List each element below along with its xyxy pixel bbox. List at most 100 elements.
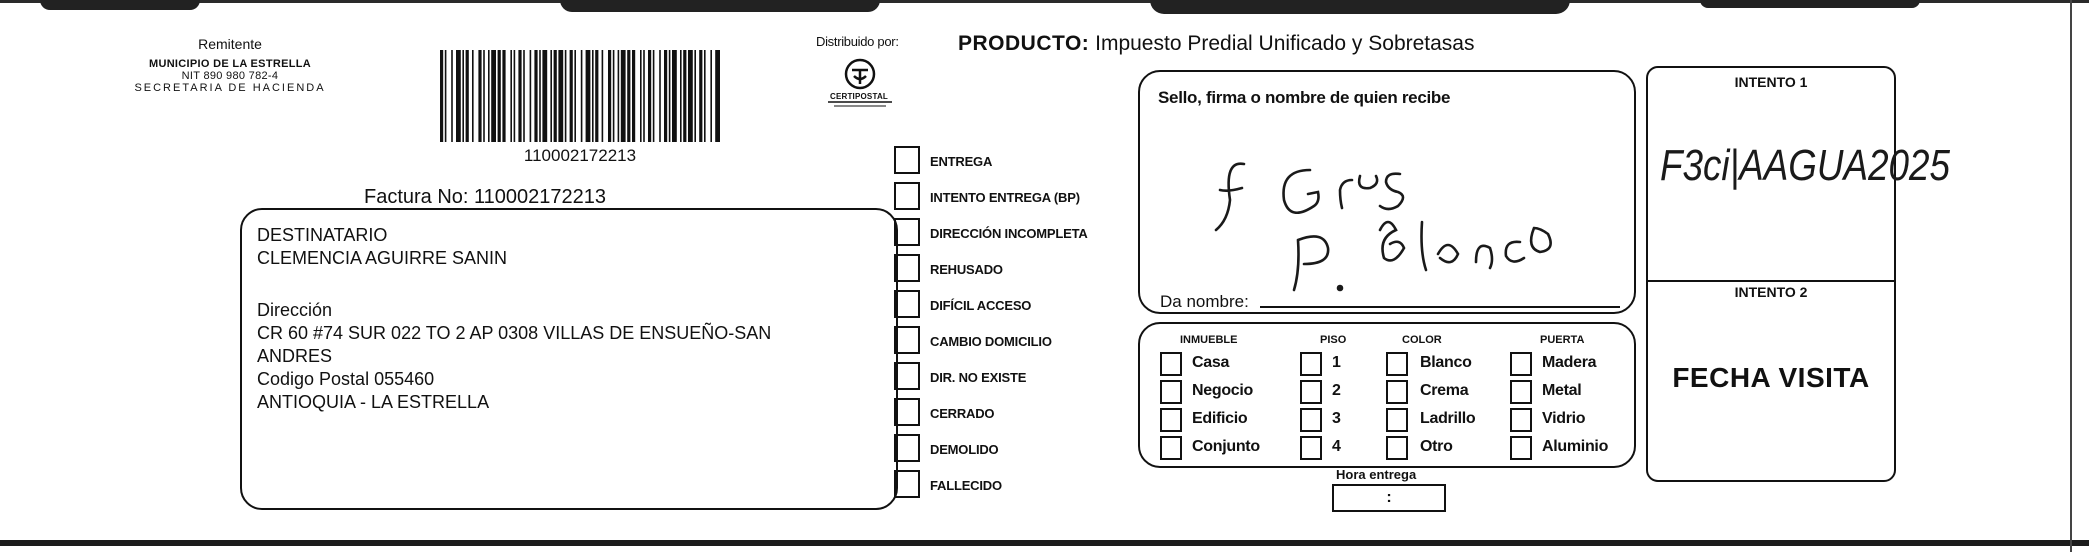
- piso-option: 2: [1332, 382, 1341, 399]
- puerta-checkbox[interactable]: [1510, 436, 1532, 460]
- barcode-bar: [440, 50, 444, 142]
- status-checkbox[interactable]: [894, 326, 920, 354]
- piso-checkbox[interactable]: [1300, 408, 1322, 432]
- status-checkbox[interactable]: [894, 254, 920, 282]
- color-option: Blanco: [1420, 354, 1472, 371]
- barcode-bar: [648, 50, 652, 142]
- status-checkbox[interactable]: [894, 290, 920, 318]
- status-checkbox[interactable]: [894, 182, 920, 210]
- barcode-bar: [518, 50, 522, 142]
- puerta-checkbox[interactable]: [1510, 352, 1532, 376]
- barcode-bar: [608, 50, 612, 142]
- status-checkbox[interactable]: [894, 362, 920, 390]
- barcode-bar: [569, 50, 573, 142]
- product-line: PRODUCTO: Impuesto Predial Unificado y S…: [958, 32, 1475, 56]
- address-line-2: ANDRES: [257, 346, 333, 366]
- status-checkbox[interactable]: [894, 434, 920, 462]
- color-checkbox[interactable]: [1386, 380, 1408, 404]
- barcode-bar: [612, 50, 615, 142]
- da-nombre-line: [1260, 306, 1620, 308]
- attribute-header-inmueble: INMUEBLE: [1180, 334, 1238, 346]
- barcode-bar: [620, 50, 626, 142]
- status-checkbox[interactable]: [894, 146, 920, 174]
- status-checkbox[interactable]: [894, 218, 920, 246]
- barcode-bar: [550, 50, 552, 142]
- scan-bottom-edge: [0, 540, 2089, 546]
- barcode-bar: [539, 50, 541, 142]
- inmueble-option: Casa: [1192, 354, 1230, 371]
- attempts-box: [1646, 66, 1896, 482]
- status-label: REHUSADO: [930, 262, 1003, 277]
- barcode-bar: [529, 50, 532, 142]
- barcode-bar: [627, 50, 631, 142]
- color-checkbox[interactable]: [1386, 352, 1408, 376]
- puerta-option: Metal: [1542, 382, 1582, 399]
- barcode-bar: [483, 50, 485, 142]
- scan-right-edge: [2070, 0, 2072, 552]
- puerta-option: Madera: [1542, 354, 1597, 371]
- inmueble-checkbox[interactable]: [1160, 408, 1182, 432]
- barcode-bar: [491, 50, 496, 142]
- inmueble-checkbox[interactable]: [1160, 352, 1182, 376]
- piso-checkbox[interactable]: [1300, 380, 1322, 404]
- address-label: Dirección: [257, 300, 333, 320]
- sender-heading: Remitente: [198, 36, 262, 52]
- receiver-title: Sello, firma o nombre de quien recibe: [1158, 88, 1451, 107]
- product-label: PRODUCTO:: [958, 32, 1090, 55]
- intento-1-label: INTENTO 1: [1734, 74, 1808, 90]
- distributor-label: Distribuido por:: [816, 34, 899, 49]
- barcode-bar: [510, 50, 512, 142]
- invoice-number: Factura No: 110002172213: [364, 186, 607, 208]
- attribute-header-piso: PISO: [1320, 334, 1347, 346]
- scan-tear: [1700, 0, 1920, 8]
- barcode-bar: [688, 50, 693, 142]
- barcode-bar: [462, 50, 464, 142]
- inmueble-checkbox[interactable]: [1160, 436, 1182, 460]
- piso-checkbox[interactable]: [1300, 436, 1322, 460]
- barcode-bar: [710, 50, 712, 142]
- barcode-bar: [574, 50, 576, 142]
- barcode-bar: [558, 50, 564, 142]
- puerta-checkbox[interactable]: [1510, 380, 1532, 404]
- puerta-option: Vidrio: [1542, 410, 1586, 427]
- status-checkbox[interactable]: [894, 398, 920, 426]
- status-checkbox[interactable]: [894, 470, 920, 498]
- status-label: DIRECCIÓN INCOMPLETA: [930, 226, 1088, 241]
- barcode-bar: [585, 50, 591, 142]
- barcode-bar: [534, 50, 538, 142]
- status-label: FALLECIDO: [930, 478, 1002, 493]
- color-option: Otro: [1420, 438, 1453, 455]
- barcode-bar: [694, 50, 696, 142]
- status-label: DIR. NO EXISTE: [930, 370, 1027, 385]
- scan-tear: [1150, 0, 1570, 14]
- inmueble-checkbox[interactable]: [1160, 380, 1182, 404]
- hora-entrega-field[interactable]: :: [1332, 484, 1446, 512]
- puerta-option: Aluminio: [1542, 438, 1609, 455]
- inmueble-option: Edificio: [1192, 410, 1248, 427]
- barcode-bar: [592, 50, 594, 142]
- color-option: Ladrillo: [1420, 410, 1476, 427]
- recipient-label: DESTINATARIO: [257, 225, 388, 245]
- color-checkbox[interactable]: [1386, 436, 1408, 460]
- color-option: Crema: [1420, 382, 1469, 399]
- piso-option: 4: [1332, 438, 1341, 455]
- barcode-bar: [643, 50, 645, 142]
- color-checkbox[interactable]: [1386, 408, 1408, 432]
- inmueble-option: Conjunto: [1192, 438, 1260, 455]
- puerta-checkbox[interactable]: [1510, 408, 1532, 432]
- piso-checkbox[interactable]: [1300, 352, 1322, 376]
- status-label: CERRADO: [930, 406, 995, 421]
- scan-top-edge: [0, 0, 2089, 14]
- barcode-bar: [513, 50, 516, 142]
- property-attributes-box: [1138, 322, 1636, 468]
- status-label: INTENTO ENTREGA (BP): [930, 190, 1080, 205]
- sender-name: MUNICIPIO DE LA ESTRELLA: [148, 58, 312, 70]
- address-line-1: CR 60 #74 SUR 022 TO 2 AP 0308 VILLAS DE…: [257, 323, 772, 343]
- barcode-bar: [632, 50, 636, 142]
- barcode-bar: [680, 50, 682, 142]
- barcode-bar: [472, 50, 474, 142]
- certipostal-logo: [828, 58, 892, 107]
- da-nombre-label: Da nombre:: [1160, 292, 1249, 311]
- sender-nit: NIT 890 980 782-4: [181, 70, 279, 82]
- barcode-bar: [601, 50, 604, 142]
